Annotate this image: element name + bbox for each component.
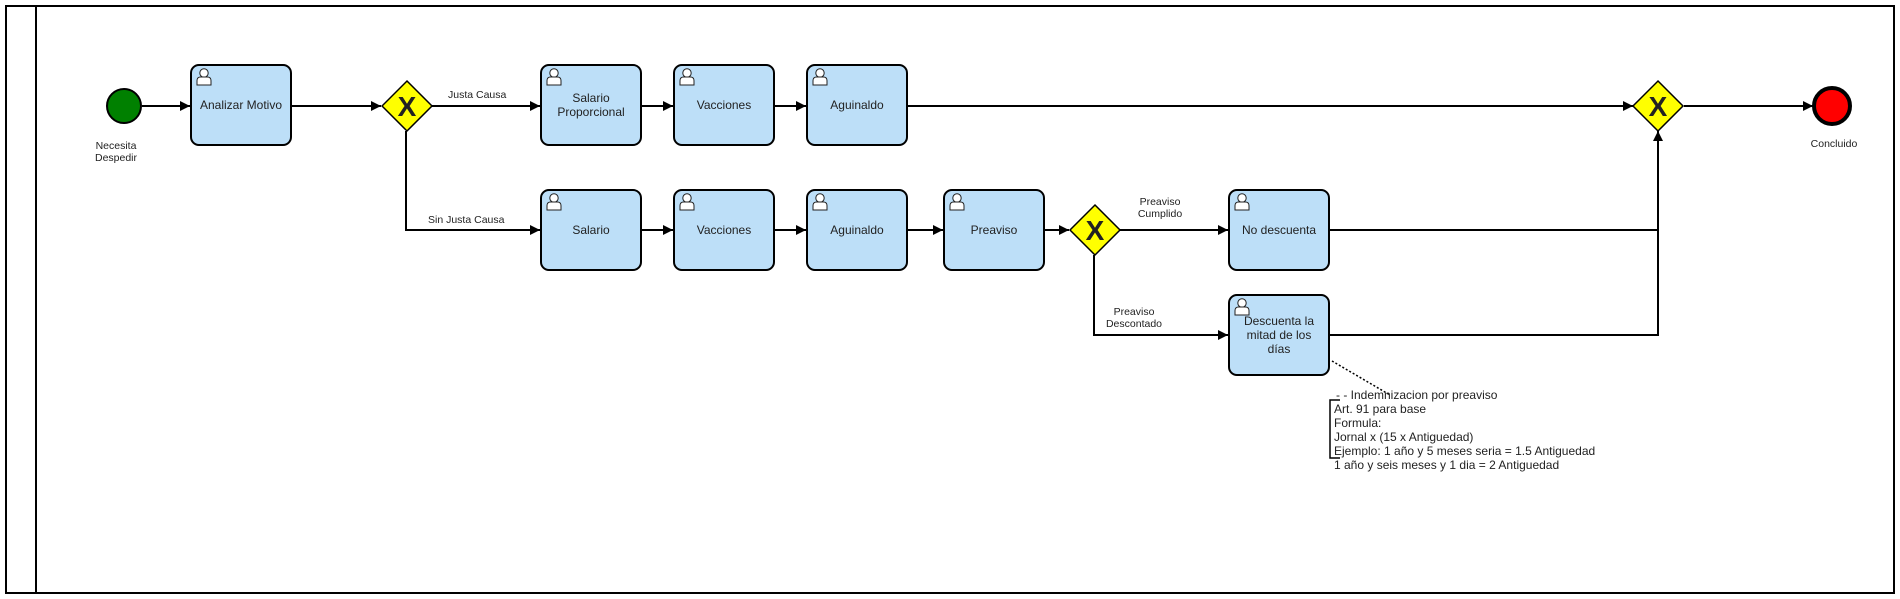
task-label: Descuenta la (1244, 314, 1314, 328)
task-analizar[interactable]: Analizar Motivo (190, 64, 292, 146)
gateway-motivo[interactable]: X (380, 79, 434, 133)
task-label: Salario (572, 223, 610, 237)
annotation-line-5: Ejemplo: 1 año y 5 meses seria = 1.5 Ant… (1334, 444, 1595, 458)
task-box[interactable] (673, 189, 775, 271)
annotation-bracket (1329, 399, 1340, 459)
annotation-line-1: - - Indemnizacion por preaviso (1336, 388, 1498, 402)
task-no-descuenta[interactable]: No descuenta (1228, 189, 1330, 271)
annotation-line-2: Art. 91 para base (1334, 402, 1426, 416)
task-box[interactable] (1228, 189, 1330, 271)
task-label: Preaviso (971, 223, 1018, 237)
task-preaviso[interactable]: Preaviso (943, 189, 1045, 271)
task-box[interactable] (943, 189, 1045, 271)
task-vacciones-2[interactable]: Vacciones (673, 189, 775, 271)
task-vacciones-1[interactable]: Vacciones (673, 64, 775, 146)
task-box[interactable] (190, 64, 292, 146)
task-box[interactable] (540, 189, 642, 271)
task-aguinaldo-1[interactable]: Aguinaldo (806, 64, 908, 146)
task-salario[interactable]: Salario (540, 189, 642, 271)
task-aguinaldo-2[interactable]: Aguinaldo (806, 189, 908, 271)
task-label: Salario (572, 91, 610, 105)
gateway-preaviso[interactable]: X (1068, 203, 1122, 257)
task-label: No descuenta (1242, 223, 1316, 237)
gateway-x-icon: X (398, 91, 417, 122)
flow-label-sin-justa-causa: Sin Justa Causa (428, 214, 505, 226)
task-box[interactable] (806, 64, 908, 146)
flow-preaviso-descontado[interactable] (1093, 255, 1228, 340)
end-event-label: Concluido (1811, 138, 1858, 150)
gateway-join[interactable]: X (1631, 79, 1685, 133)
annotation-line-4: Jornal x (15 x Antiguedad) (1334, 430, 1473, 444)
flow-label-preaviso-cumplido-1: Preaviso (1140, 196, 1181, 208)
task-label: Analizar Motivo (200, 98, 282, 112)
pool-border (5, 5, 1895, 594)
task-label: Vacciones (697, 223, 751, 237)
sequence-flows (142, 101, 1813, 340)
task-label: Vacciones (697, 98, 751, 112)
task-label: Aguinaldo (830, 223, 884, 237)
text-annotation: - - Indemnizacion por preaviso Art. 91 p… (1329, 388, 1595, 472)
task-label: Proporcional (557, 105, 624, 119)
flow-label-justa-causa: Justa Causa (448, 89, 507, 101)
flow-descuenta-to-join[interactable] (1330, 131, 1663, 336)
association-line (1331, 360, 1391, 396)
task-box[interactable] (673, 64, 775, 146)
task-box[interactable] (806, 189, 908, 271)
flow-sin-justa-causa[interactable] (405, 131, 540, 235)
task-box[interactable] (1228, 294, 1330, 376)
flow-label-preaviso-descontado-2: Descontado (1106, 318, 1162, 330)
start-event[interactable] (106, 88, 142, 124)
end-event[interactable] (1812, 86, 1852, 126)
task-label: Aguinaldo (830, 98, 884, 112)
task-label: mitad de los (1247, 328, 1312, 342)
gateway-x-icon: X (1649, 91, 1668, 122)
annotation-line-6: 1 año y seis meses y 1 dia = 2 Antigueda… (1334, 458, 1559, 472)
task-box[interactable] (540, 64, 642, 146)
annotation-line-3: Formula: (1334, 416, 1381, 430)
flow-label-preaviso-descontado-1: Preaviso (1114, 306, 1155, 318)
start-event-label-2: Despedir (95, 152, 138, 164)
start-event-label-1: Necesita (96, 140, 137, 152)
task-label: días (1268, 342, 1291, 356)
gateway-x-icon: X (1086, 215, 1105, 246)
flow-label-preaviso-cumplido-2: Cumplido (1138, 208, 1183, 220)
